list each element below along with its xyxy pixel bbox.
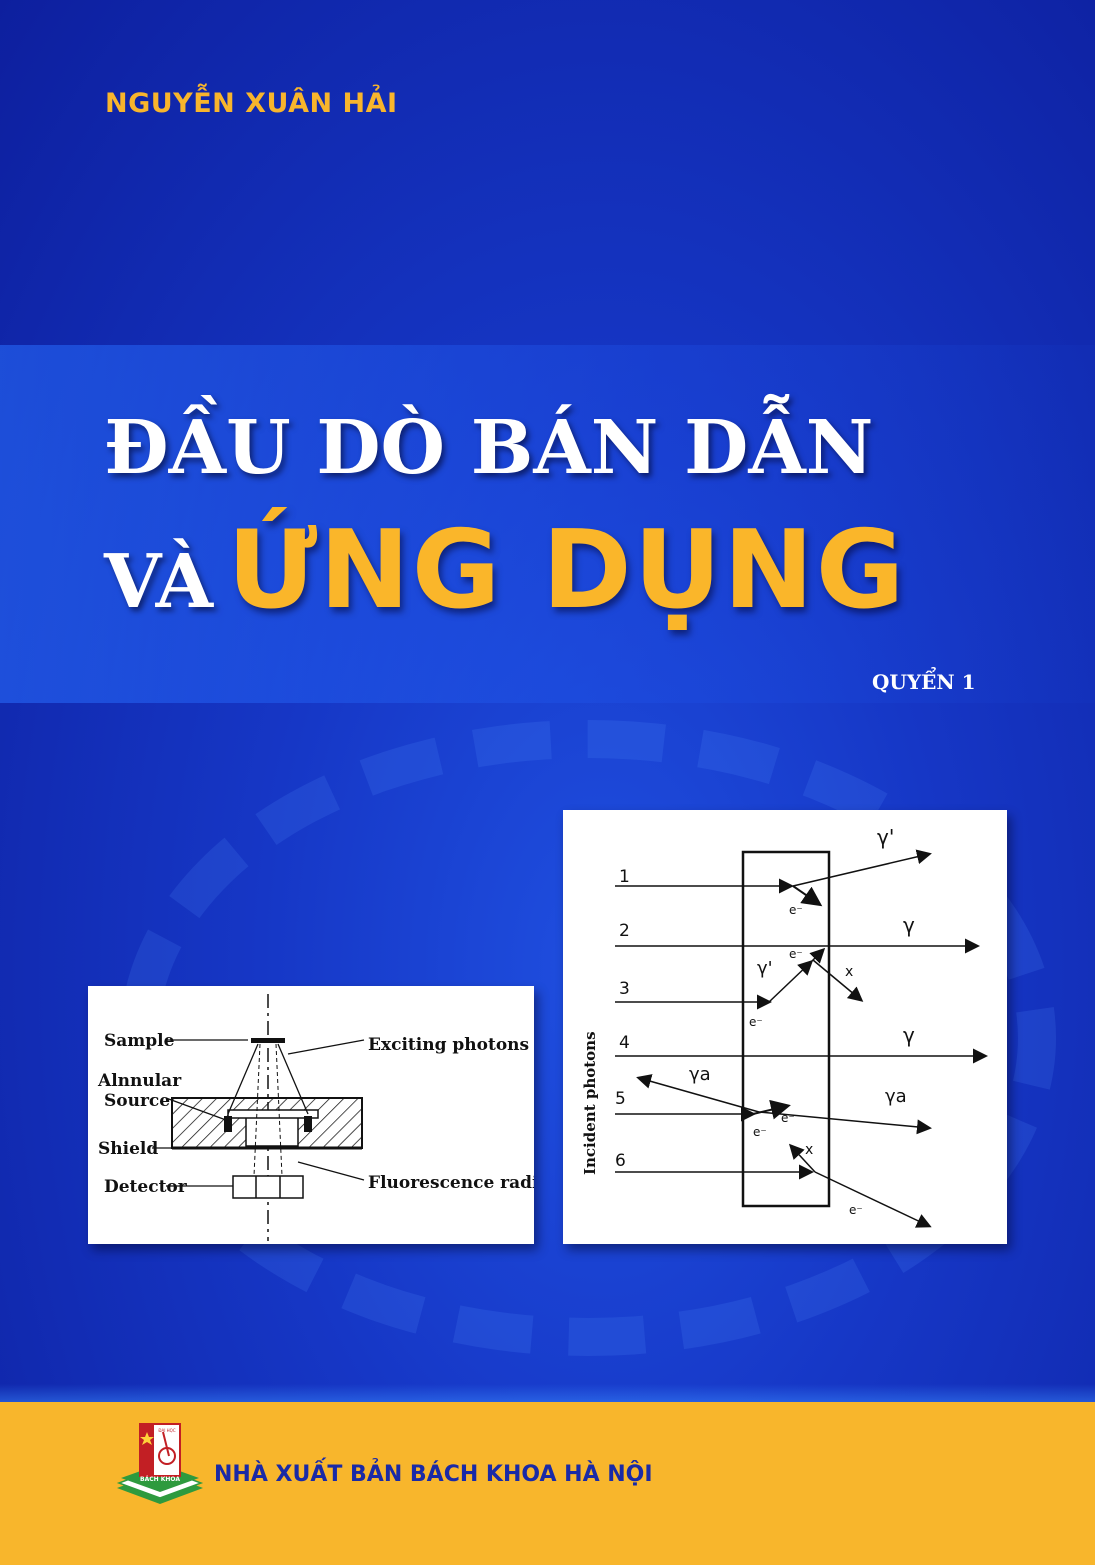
author-name: NGUYỄN XUÂN HẢI [105, 88, 398, 119]
label-e-5a: e⁻ [781, 1111, 795, 1125]
label-gamma-a-right: γa [885, 1086, 907, 1107]
label-shield: Shield [98, 1139, 158, 1159]
label-x-3: x [845, 964, 853, 980]
label-e-1: e⁻ [789, 903, 803, 917]
label-e-3a: e⁻ [789, 947, 803, 961]
label-e-6: e⁻ [849, 1203, 863, 1217]
title-highlight: ỨNG DỤNG [227, 508, 907, 633]
xrf-diagram: Sample Exciting photons Alnnular Source … [88, 986, 534, 1244]
label-gamma-prime-3: γ' [757, 958, 773, 979]
row-5: 5 [615, 1089, 626, 1109]
logo-caption-top: ĐẠI HỌC [158, 1428, 175, 1433]
book-title-line1: ĐẦU DÒ BÁN DẪN [104, 405, 874, 491]
label-detector: Detector [104, 1177, 188, 1197]
title-band [0, 345, 1095, 703]
label-gamma-2: γ [903, 913, 915, 937]
label-e-5b: e⁻ [753, 1125, 767, 1139]
label-gamma-a-left: γa [689, 1064, 711, 1085]
label-x-6: x [805, 1142, 813, 1158]
label-fluorescence: Fluorescence radiation [368, 1173, 534, 1193]
label-gamma-prime-top: γ' [877, 825, 894, 849]
footer-glow [0, 1384, 1095, 1402]
label-e-3b: e⁻ [749, 1015, 763, 1029]
label-exciting-photons: Exciting photons [368, 1035, 529, 1055]
publisher-name: NHÀ XUẤT BẢN BÁCH KHOA HÀ NỘI [214, 1462, 653, 1487]
publisher-logo-icon: ĐẠI HỌC BÁCH KHOA [116, 1423, 204, 1504]
label-gamma-4: γ [903, 1023, 915, 1047]
label-sample: Sample [104, 1031, 175, 1051]
logo-caption-bottom: BÁCH KHOA [140, 1476, 180, 1483]
label-annular-2: Source [104, 1091, 170, 1111]
row-2: 2 [619, 921, 630, 941]
row-3: 3 [619, 979, 630, 999]
row-1: 1 [619, 867, 630, 887]
label-annular-1: Alnnular [97, 1071, 182, 1091]
volume-label: QUYỂN 1 [872, 670, 976, 694]
title-prefix: VÀ [104, 539, 214, 625]
axis-incident-photons: Incident photons [581, 1031, 599, 1175]
row-6: 6 [615, 1151, 626, 1171]
row-4: 4 [619, 1033, 630, 1053]
photon-interaction-diagram: Incident photons 1 2 3 4 5 6 [563, 810, 1007, 1244]
